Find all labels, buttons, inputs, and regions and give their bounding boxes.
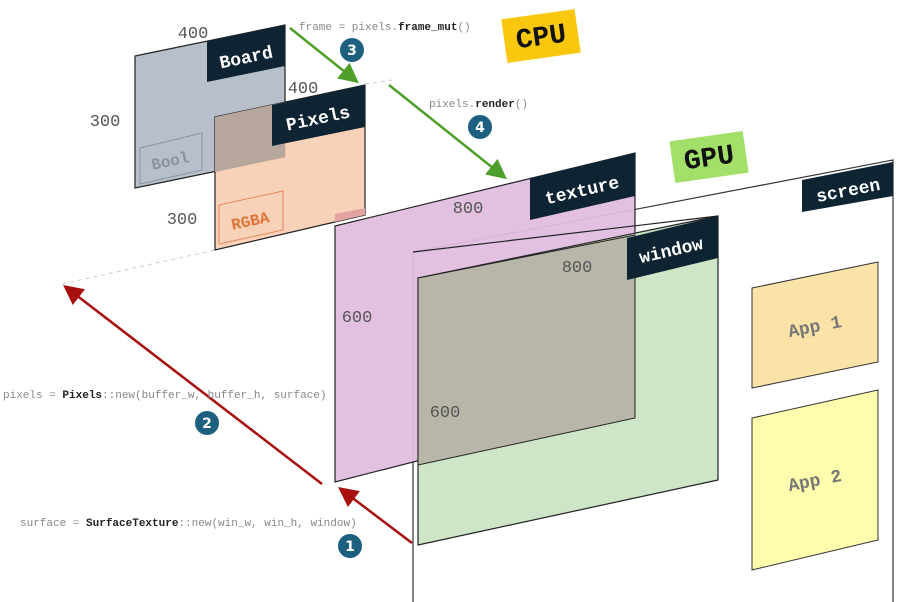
cpu-label: CPU (501, 9, 581, 63)
guide-line (364, 79, 393, 85)
board-width: 400 (178, 25, 209, 44)
step4-code: pixels.render() (429, 99, 528, 111)
step2-arrow (63, 284, 323, 485)
step4-badge: 4 (468, 115, 492, 139)
step2-code: pixels = Pixels::new(buffer_w, buffer_h,… (3, 390, 326, 402)
step3-arrow (289, 27, 359, 84)
step1-code: surface = SurfaceTexture::new(win_w, win… (20, 518, 357, 530)
svg-text:GPU: GPU (682, 141, 736, 179)
svg-text:CPU: CPU (514, 20, 568, 58)
screen-panel: screen App 1 App 2 (412, 159, 894, 602)
texture-height: 600 (342, 309, 373, 328)
step1-arrow (338, 486, 413, 544)
step3-badge: 3 (340, 38, 364, 62)
guide-line (61, 249, 216, 285)
app1-window (751, 261, 879, 389)
window-width: 800 (562, 259, 593, 278)
svg-text:3: 3 (347, 43, 357, 59)
pixels-width: 400 (288, 80, 319, 99)
step4-arrow (388, 84, 507, 180)
svg-text:1: 1 (345, 539, 355, 555)
step2-badge: 2 (195, 411, 219, 435)
texture-width: 800 (453, 200, 484, 219)
pixels-panel: Pixels RGBA 400 300 (167, 80, 366, 251)
gpu-label: GPU (669, 131, 749, 183)
step3-code: frame = pixels.frame_mut() (299, 22, 471, 34)
board-pixels-overlap (215, 102, 285, 172)
svg-text:2: 2 (202, 416, 212, 432)
step1-badge: 1 (338, 534, 362, 558)
texture-window-overlap (417, 234, 636, 466)
svg-text:4: 4 (475, 120, 485, 136)
window-panel: window 800 600 (412, 215, 719, 546)
app2-window (751, 389, 879, 571)
board-height: 300 (90, 113, 121, 132)
window-height: 600 (430, 404, 461, 423)
pixels-height: 300 (167, 211, 198, 230)
